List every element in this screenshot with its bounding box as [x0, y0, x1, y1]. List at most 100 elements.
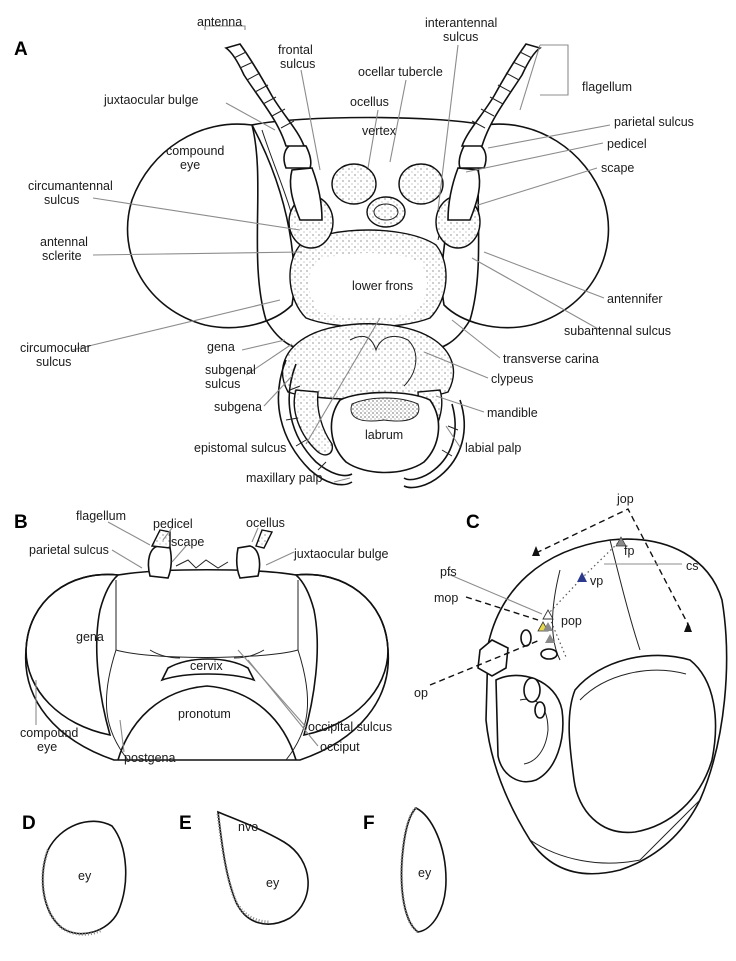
a-maxillary-palp-right: [403, 399, 466, 489]
a-flagellum-segments: [233, 51, 533, 129]
c-antenna-base: [477, 639, 509, 677]
b-label-postgena: postgena: [124, 751, 175, 765]
panel-c-letter: C: [466, 512, 480, 533]
d-eye-outline: [42, 820, 127, 935]
a-label-flagellum: flagellum: [582, 80, 632, 94]
a-ocellus-median: [366, 196, 406, 228]
panel-c: C jop fp cs: [414, 492, 728, 875]
a-clypeus: [281, 323, 455, 401]
a-label-juxtaocular-bulge: juxtaocular bulge: [103, 93, 199, 107]
a-pedicel-right: [458, 143, 487, 169]
a-label-compound-eye-1: compound: [166, 144, 224, 158]
a-label-lower-frons: lower frons: [352, 279, 413, 293]
c-jop-line: [535, 508, 691, 629]
a-label-gena: gena: [207, 340, 235, 354]
a-label-compound-eye-2: eye: [180, 158, 200, 172]
c-label-cs: cs: [686, 559, 699, 573]
b-pedicel-left: [150, 529, 171, 549]
a-label-subantennal-sulcus: subantennal sulcus: [564, 324, 671, 338]
panel-b-letter: B: [14, 512, 28, 533]
c-jop-marker-right: [684, 622, 692, 632]
b-pedicel-right: [255, 529, 274, 549]
a-flagellum-right: [460, 43, 542, 147]
a-label-transverse-carina: transverse carina: [503, 352, 599, 366]
b-label-juxtaocular-bulge: juxtaocular bulge: [293, 547, 389, 561]
a-label-interantennal-sulcus-1: interantennal: [425, 16, 497, 30]
a-ocellus-right: [398, 163, 444, 205]
a-label-circumocular-sulcus-1: circumocular: [20, 341, 91, 355]
panel-f-letter: F: [363, 813, 375, 834]
c-compound-eye: [568, 654, 717, 834]
a-label-labial-palp: labial palp: [465, 441, 521, 455]
a-label-circumantennal-sulcus-1: circumantennal: [28, 179, 113, 193]
a-label-maxillary-palp: maxillary palp: [246, 471, 322, 485]
c-scape: [523, 677, 541, 703]
c-ocellus-2: [540, 648, 558, 660]
c-grey-marker-1: [543, 622, 553, 631]
c-label-op: op: [414, 686, 428, 700]
c-leader-lines: [447, 563, 682, 615]
panel-a-letter: A: [14, 39, 28, 60]
f-label-ey: ey: [418, 866, 432, 880]
b-leader-lines: [35, 521, 319, 753]
c-pop-marker-white: [542, 609, 554, 620]
a-label-pedicel: pedicel: [607, 137, 647, 151]
a-label-frontal-sulcus-1: frontal: [278, 43, 313, 57]
a-label-circumocular-sulcus-2: sulcus: [36, 355, 71, 369]
c-label-mop: mop: [434, 591, 458, 605]
panel-d: D ey: [22, 813, 127, 936]
a-label-subgenal-sulcus-1: subgenal: [205, 363, 256, 377]
b-label-compound-eye-1: compound: [20, 726, 78, 740]
c-fp-marker: [615, 536, 627, 547]
panel-d-letter: D: [22, 813, 36, 834]
a-label-antennal-sclerite-1: antennal: [40, 235, 88, 249]
a-label-labrum: labrum: [365, 428, 403, 442]
c-mop-line: [465, 596, 539, 621]
b-label-flagellum: flagellum: [76, 509, 126, 523]
b-label-scape: scape: [171, 535, 204, 549]
b-label-cervix: cervix: [190, 659, 223, 673]
b-label-occiput: occiput: [320, 740, 360, 754]
b-left-compound-eye: [25, 573, 120, 737]
b-label-occipital-sulcus: occipital sulcus: [308, 720, 392, 734]
a-label-subgenal-sulcus-2: sulcus: [205, 377, 240, 391]
a-label-antennal-sclerite-2: sclerite: [42, 249, 82, 263]
a-mandible-left: [293, 389, 333, 456]
c-label-vp: vp: [590, 574, 603, 588]
a-label-frontal-sulcus-2: sulcus: [280, 57, 315, 71]
b-label-parietal-sulcus: parietal sulcus: [29, 543, 109, 557]
panel-f: F ey: [363, 806, 447, 934]
a-label-circumantennal-sulcus-2: sulcus: [44, 193, 79, 207]
a-label-scape: scape: [601, 161, 634, 175]
e-label-nve: nve: [238, 820, 258, 834]
a-label-subgena: subgena: [214, 400, 262, 414]
c-grey-marker-2: [545, 634, 555, 643]
c-jop-marker-left: [532, 546, 540, 556]
c-vp-marker: [577, 572, 587, 582]
d-label-ey: ey: [78, 869, 92, 883]
b-right-compound-eye: [294, 573, 389, 737]
a-flagellum-left: [224, 43, 306, 147]
b-label-pedicel: pedicel: [153, 517, 193, 531]
b-scape-right: [235, 545, 261, 579]
c-label-jop: jop: [616, 492, 634, 506]
a-label-interantennal-sulcus-2: sulcus: [443, 30, 478, 44]
a-right-compound-eye: [441, 123, 610, 329]
a-label-vertex: vertex: [362, 124, 397, 138]
c-ocellus-1: [520, 629, 532, 647]
a-label-ocellus: ocellus: [350, 95, 389, 109]
b-pronotum: [117, 685, 297, 761]
a-label-epistomal-sulcus: epistomal sulcus: [194, 441, 286, 455]
c-head-capsule: [485, 538, 728, 875]
e-label-ey: ey: [266, 876, 280, 890]
panel-e: E nve ey: [179, 810, 309, 925]
a-label-clypeus: clypeus: [491, 372, 533, 386]
a-scape-right: [447, 167, 481, 221]
a-label-antenna: antenna: [197, 15, 242, 29]
a-label-antennifer: antennifer: [607, 292, 663, 306]
a-label-mandible: mandible: [487, 406, 538, 420]
b-label-compound-eye-2: eye: [37, 740, 57, 754]
b-label-pronotum: pronotum: [178, 707, 231, 721]
b-occipital-area: [115, 580, 299, 658]
